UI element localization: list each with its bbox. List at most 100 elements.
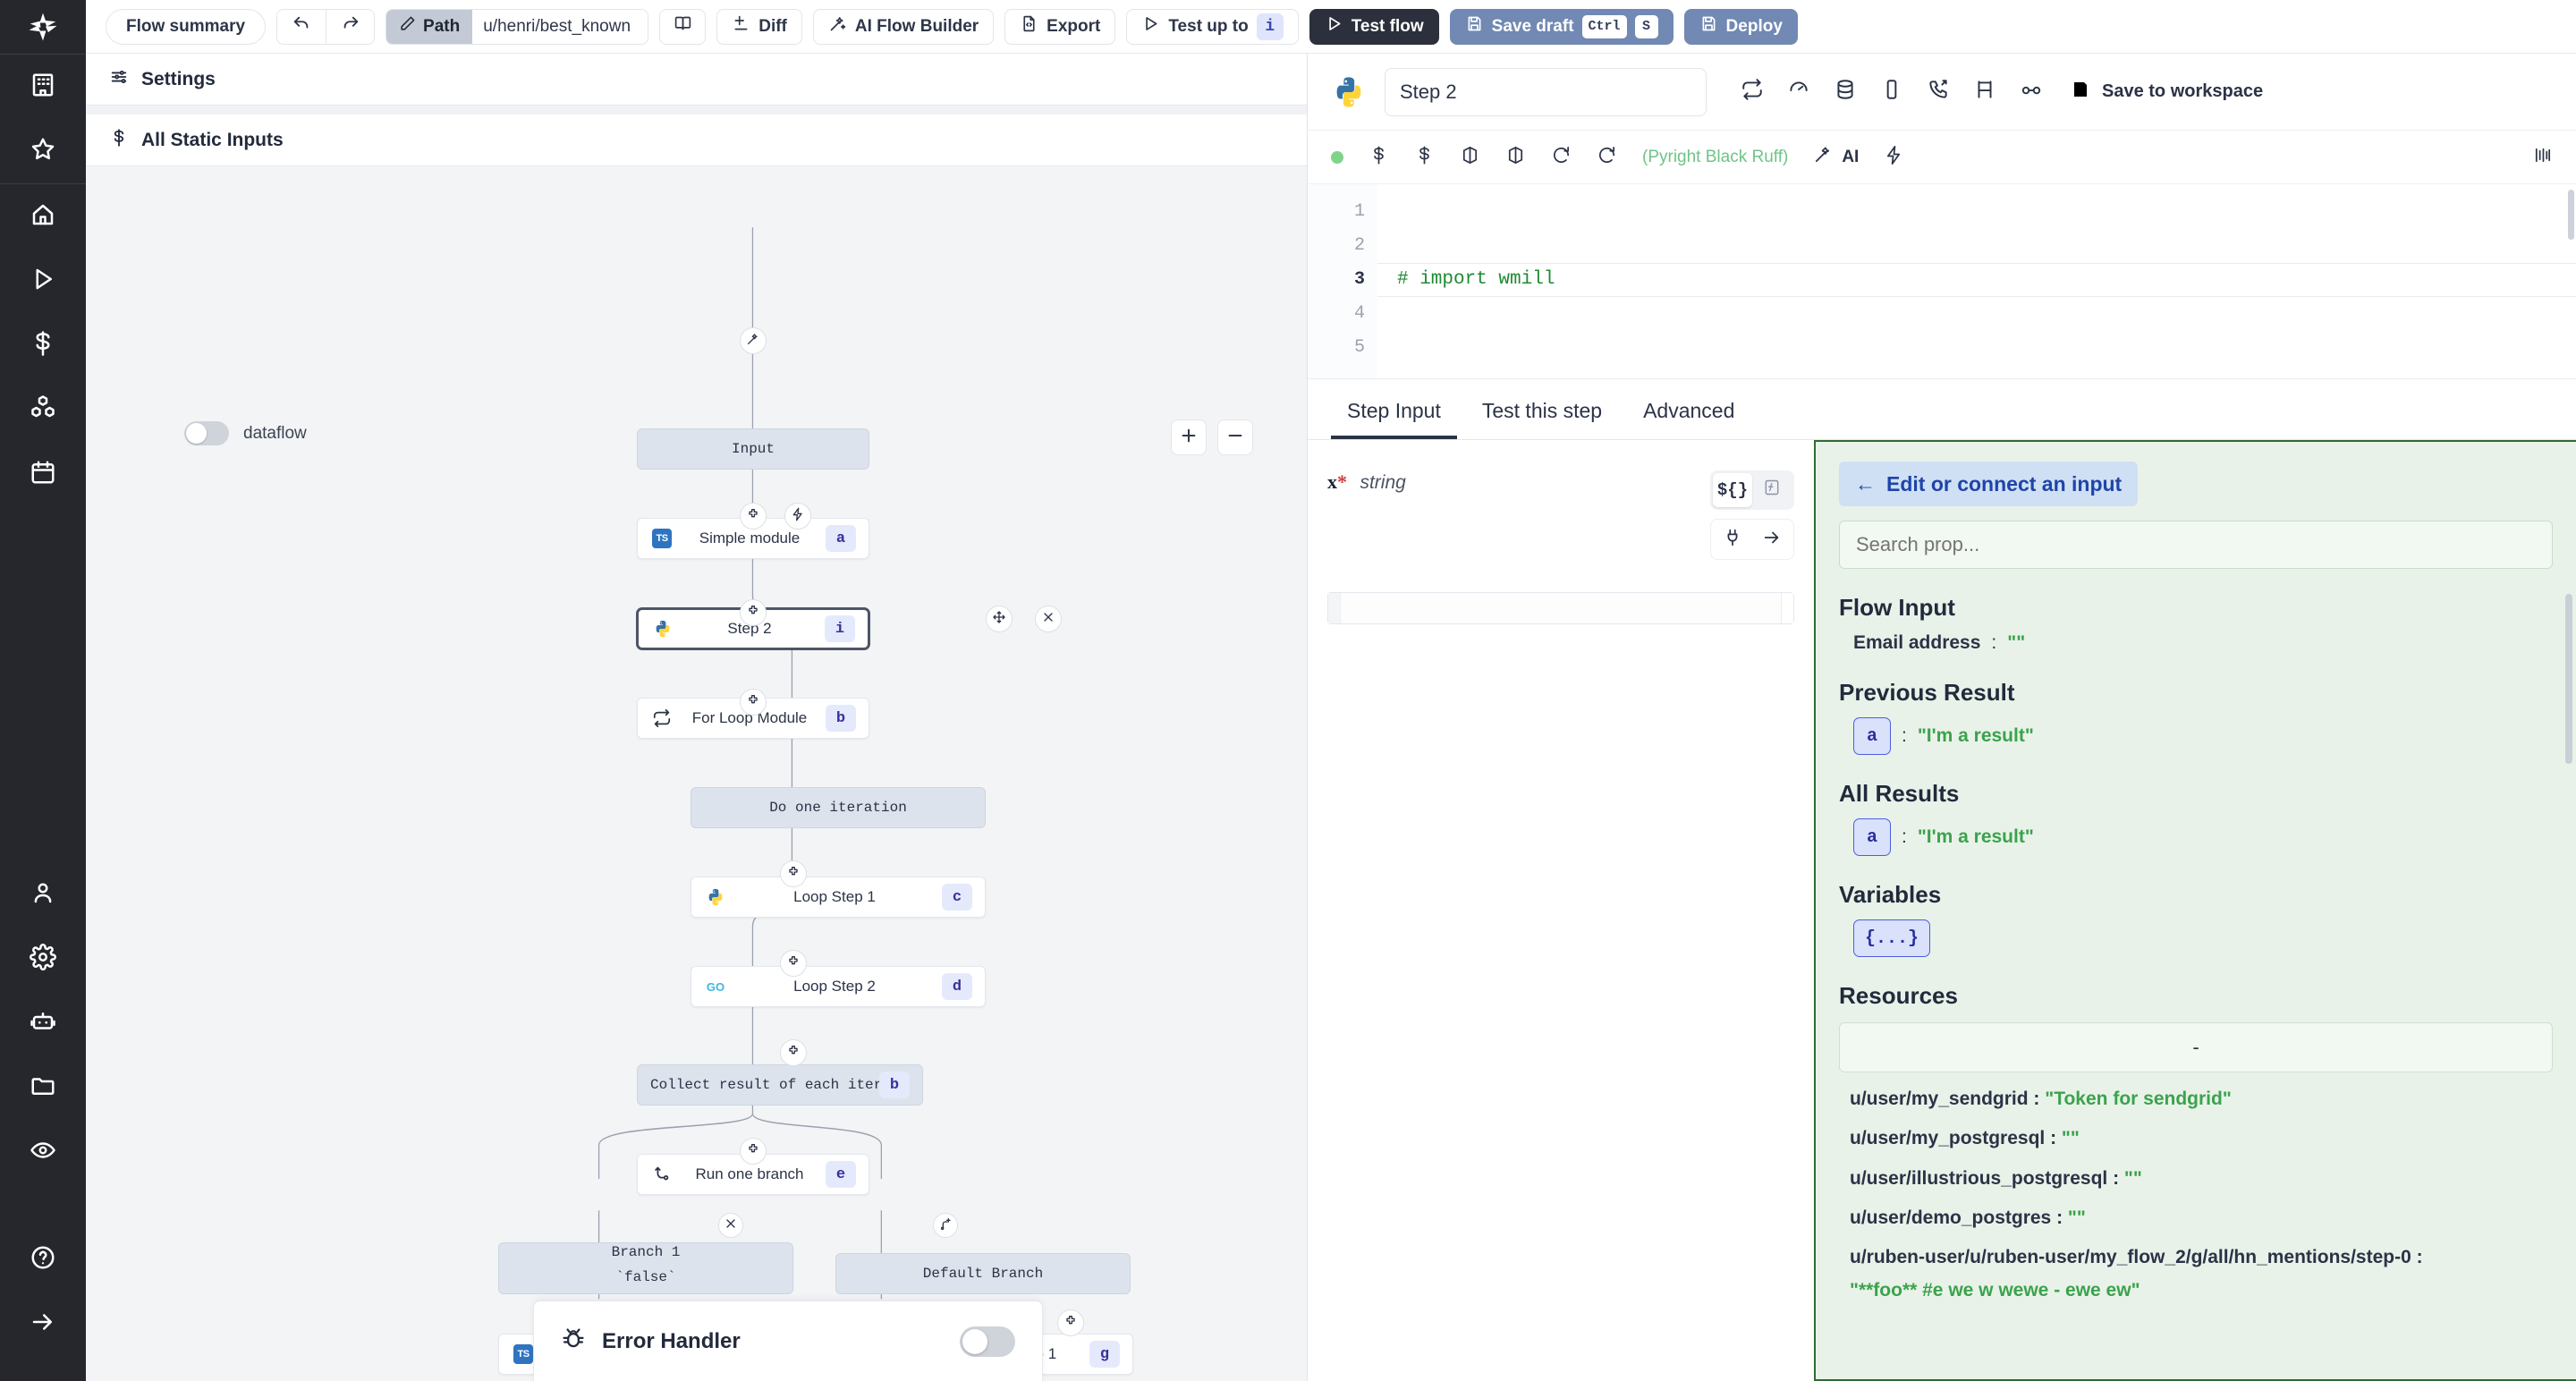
flow-input-row[interactable]: Email address : "" (1839, 632, 2553, 654)
ai-add-handle[interactable] (740, 327, 767, 354)
node-loop-step-1[interactable]: Loop Step 1 c (691, 877, 986, 918)
zoom-out-button[interactable] (1217, 419, 1253, 455)
node-step-2[interactable]: Step 2 i (637, 608, 869, 649)
dataflow-toggle[interactable] (184, 421, 229, 445)
sidebar-item-folders[interactable] (0, 1055, 86, 1120)
dollar-icon-2[interactable] (1414, 145, 1435, 170)
insert-handle[interactable] (740, 1138, 767, 1165)
insert-handle[interactable] (780, 860, 807, 887)
sidebar-item-audit-logs[interactable] (0, 1120, 86, 1184)
insert-handle[interactable] (740, 503, 767, 530)
ai-assist-button[interactable]: AI (1813, 144, 1859, 170)
move-node-handle[interactable] (986, 606, 1013, 632)
export-button[interactable]: Export (1004, 8, 1116, 45)
clock-icon[interactable] (1787, 78, 1810, 106)
node-collect-result[interactable]: Collect result of each iteration b (637, 1064, 923, 1106)
save-to-workspace-button[interactable]: Save to workspace (2070, 79, 2263, 106)
add-branch-handle[interactable] (933, 1213, 958, 1238)
resource-row[interactable]: u/user/my_sendgrid : "Token for sendgrid… (1839, 1087, 2553, 1112)
refresh-icon[interactable] (1551, 145, 1572, 170)
resource-row[interactable]: u/ruben-user/u/ruben-user/my_flow_2/g/al… (1839, 1245, 2553, 1303)
plug-button[interactable] (1715, 523, 1750, 555)
sidebar-item-ai-agents[interactable] (0, 991, 86, 1055)
edit-or-connect-button[interactable]: ← Edit or connect an input (1839, 462, 2139, 506)
settings-accordion[interactable]: Settings (86, 54, 1307, 106)
node-loop-step-2[interactable]: GO Loop Step 2 d (691, 966, 986, 1007)
deploy-button[interactable]: Deploy (1683, 8, 1798, 45)
node-for-loop-module[interactable]: For Loop Module b (637, 698, 869, 739)
resource-selector[interactable]: - (1839, 1022, 2553, 1072)
resource-row[interactable]: u/user/demo_postgres : "" (1839, 1206, 2553, 1231)
sidebar-item-runs[interactable] (0, 249, 86, 313)
tab-test-this-step[interactable]: Test this step (1481, 399, 1603, 422)
step-name-input[interactable] (1385, 67, 1707, 116)
flow-canvas[interactable]: dataflow (86, 166, 1307, 1381)
insert-handle[interactable] (780, 950, 807, 977)
insert-handle[interactable] (740, 599, 767, 626)
sidebar-item-expand[interactable] (0, 1292, 86, 1356)
error-handler-panel[interactable]: Error Handler (533, 1301, 1043, 1381)
sidebar-item-home[interactable] (0, 184, 86, 249)
template-mode-button[interactable]: ${} (1713, 473, 1752, 507)
value-input-bar[interactable] (1327, 592, 1794, 624)
sidebar-item-variables[interactable] (0, 313, 86, 377)
sidebar-item-settings[interactable] (0, 927, 86, 991)
search-prop-input[interactable] (1839, 521, 2553, 569)
zap-icon[interactable] (1884, 145, 1904, 170)
code-text[interactable]: # import wmill def main(x: str): return … (1377, 184, 2576, 378)
tab-step-input[interactable]: Step Input (1331, 399, 1457, 439)
diff-button[interactable]: Diff (716, 8, 802, 45)
undo-button[interactable] (277, 9, 326, 44)
dollar-icon[interactable] (1368, 145, 1389, 170)
glasses-icon[interactable] (2020, 78, 2043, 106)
variables-row[interactable]: {...} (1839, 919, 2553, 957)
phone-icon[interactable] (1880, 78, 1903, 106)
node-default-branch[interactable]: Default Branch (835, 1253, 1131, 1294)
resource-row[interactable]: u/user/illustrious_postgresql : "" (1839, 1166, 2553, 1191)
package-icon[interactable] (1460, 145, 1480, 170)
all-results-row[interactable]: a : "I'm a result" (1839, 818, 2553, 856)
insert-handle[interactable] (740, 689, 767, 716)
zoom-in-button[interactable] (1171, 419, 1207, 455)
insert-handle[interactable] (1057, 1309, 1084, 1336)
delete-branch-handle[interactable] (718, 1213, 743, 1238)
sidebar-item-help[interactable] (0, 1227, 86, 1292)
previous-result-row[interactable]: a : "I'm a result" (1839, 717, 2553, 755)
database-icon[interactable] (1834, 78, 1857, 106)
insert-handle[interactable] (780, 1039, 807, 1066)
go-to-button[interactable] (1754, 523, 1790, 555)
docs-button[interactable] (659, 8, 707, 45)
windmill-logo-icon[interactable] (0, 0, 86, 54)
node-do-one-iteration[interactable]: Do one iteration (691, 787, 986, 828)
node-input[interactable]: Input (637, 428, 869, 470)
code-editor[interactable]: 1 2 3 4 5 # import wmill def main(x: str… (1308, 184, 2576, 379)
refresh-cw-icon[interactable] (1597, 145, 1617, 170)
redo-button[interactable] (326, 9, 375, 44)
static-inputs-accordion[interactable]: All Static Inputs (86, 114, 1307, 166)
phone-call-icon[interactable] (1927, 78, 1950, 106)
ai-flow-builder-button[interactable]: AI Flow Builder (812, 8, 995, 45)
sidebar-item-favorites[interactable] (0, 119, 86, 183)
node-branch-1[interactable]: Branch 1 `false` (498, 1242, 793, 1294)
test-flow-button[interactable]: Test flow (1309, 8, 1439, 45)
package-icon-2[interactable] (1505, 145, 1526, 170)
flag-icon[interactable] (1973, 78, 1996, 106)
dataflow-toggle-group[interactable]: dataflow (184, 421, 307, 445)
sidebar-item-users[interactable] (0, 862, 86, 927)
sidebar-item-resources[interactable] (0, 377, 86, 442)
connect-panel-scrollbar[interactable] (2565, 594, 2572, 764)
path-label-chip[interactable]: Path (386, 9, 473, 44)
path-input[interactable] (472, 9, 648, 44)
flow-summary-button[interactable]: Flow summary (106, 8, 267, 45)
quick-add-handle[interactable] (784, 503, 811, 530)
function-mode-button[interactable] (1752, 473, 1792, 507)
error-handler-toggle[interactable] (960, 1326, 1015, 1357)
delete-node-handle[interactable] (1035, 606, 1062, 632)
resource-row[interactable]: u/user/my_postgresql : "" (1839, 1126, 2553, 1151)
save-draft-button[interactable]: Save draft Ctrl S (1449, 8, 1674, 45)
sidebar-item-workspace[interactable] (0, 55, 86, 119)
loop-icon[interactable] (1741, 78, 1764, 106)
test-up-to-button[interactable]: Test up to i (1126, 8, 1299, 45)
minimap-icon[interactable] (2532, 145, 2553, 170)
tab-advanced[interactable]: Advanced (1643, 399, 1735, 422)
